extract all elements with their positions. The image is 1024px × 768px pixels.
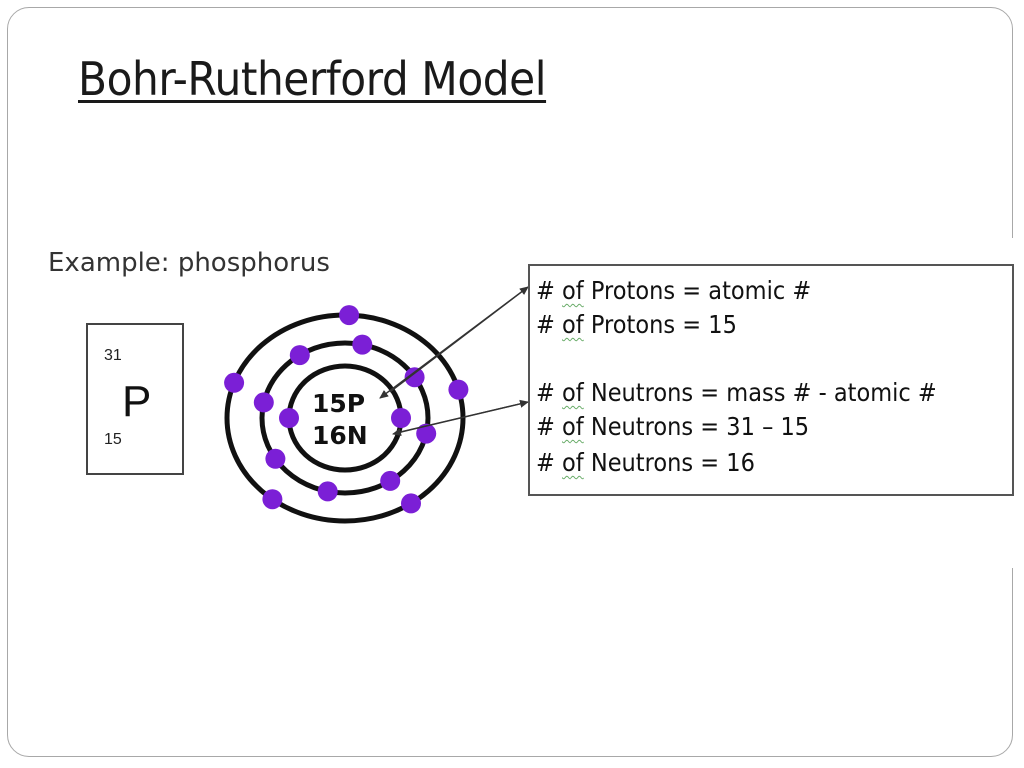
neutrons-calc-line: # of Neutrons = 31 – 15	[536, 412, 810, 441]
shell-ring-1	[286, 363, 404, 473]
pointer-arrows	[379, 286, 529, 437]
electron-shell-3-1	[339, 305, 360, 326]
electron-shell-2-8	[289, 345, 310, 366]
nucleus-protons-label: 15P	[312, 389, 366, 418]
info-box: # of Protons = atomic # # of Protons = 1…	[528, 264, 1014, 496]
electron-shell-2-2	[404, 367, 425, 388]
electron-shell-2-1	[352, 334, 373, 355]
electron-shell-2-4	[380, 470, 401, 491]
slide-title: Bohr-Rutherford Model	[78, 52, 547, 106]
electron-shell-2-5	[317, 481, 338, 502]
mass-number: 31	[104, 347, 122, 364]
electron-shell-2-7	[253, 392, 274, 413]
electron-shell-3-5	[224, 372, 245, 393]
neutrons-value-line: # of Neutrons = 16	[536, 448, 755, 477]
shell-ring-2	[259, 340, 431, 496]
electron-shell-1-2	[279, 408, 299, 428]
electron-shells	[224, 312, 466, 524]
electron-shell-3-2	[448, 379, 469, 400]
neutrons-arrow-tip	[392, 401, 529, 437]
protons-rule-line: # of Protons = atomic #	[536, 276, 812, 305]
electron-shell-1-1	[391, 408, 411, 428]
electrons	[224, 305, 469, 514]
atomic-number: 15	[104, 431, 122, 448]
element-symbol: P	[122, 377, 152, 426]
electron-shell-3-3	[401, 493, 421, 514]
protons-arrow-tip	[379, 286, 529, 399]
neutrons-rule-line: # of Neutrons = mass # - atomic #	[536, 378, 937, 407]
electron-shell-2-3	[416, 423, 437, 444]
electron-shell-2-6	[265, 448, 286, 469]
protons-value-line: # of Protons = 15	[536, 310, 737, 339]
electron-shell-3-4	[262, 489, 283, 510]
example-label: Example: phosphorus	[48, 248, 330, 278]
nucleus-neutrons-label: 16N	[312, 421, 368, 450]
element-tile: 31 P 15	[86, 323, 184, 475]
